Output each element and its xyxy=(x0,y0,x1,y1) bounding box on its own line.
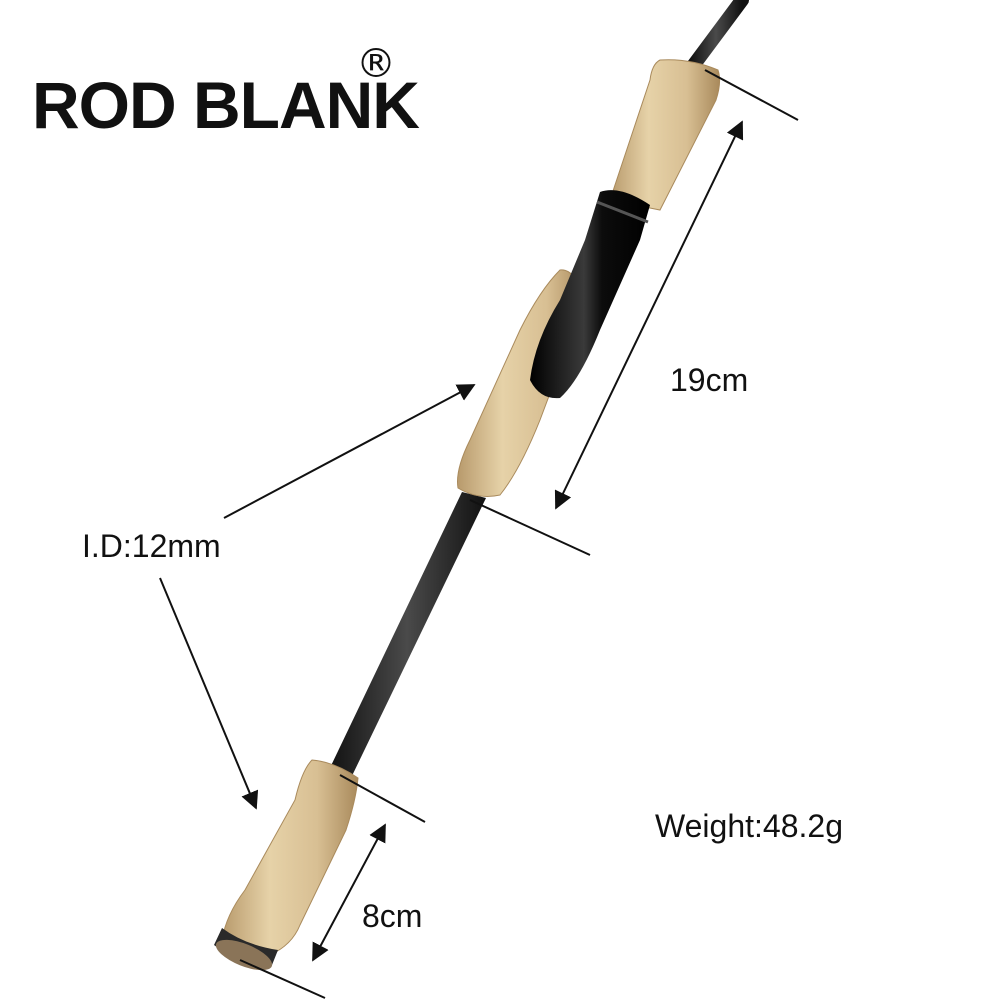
rod-blank xyxy=(328,492,486,780)
upper-grip-length-label: 19cm xyxy=(670,362,749,398)
arrow-id-lower xyxy=(159,577,259,810)
butt-cork-grip xyxy=(221,759,359,956)
arrow-19cm xyxy=(554,120,744,510)
dim-line-bottom xyxy=(239,959,326,999)
rod-tip xyxy=(683,0,749,77)
weight-label: Weight:48.2g xyxy=(655,808,843,844)
dim-line-top xyxy=(704,69,799,121)
inner-diameter-label: I.D:12mm xyxy=(82,528,221,564)
arrow-8cm xyxy=(312,823,386,962)
dim-line-mid xyxy=(469,499,591,556)
registered-mark: ® xyxy=(356,41,396,87)
butt-end xyxy=(215,939,273,971)
dim-line-low xyxy=(339,774,426,823)
upper-cork-grip xyxy=(609,59,721,211)
lower-grip-length-label: 8cm xyxy=(362,898,423,934)
arrow-id-upper xyxy=(223,384,476,519)
brand-logo: ROD BLANK xyxy=(32,68,420,142)
